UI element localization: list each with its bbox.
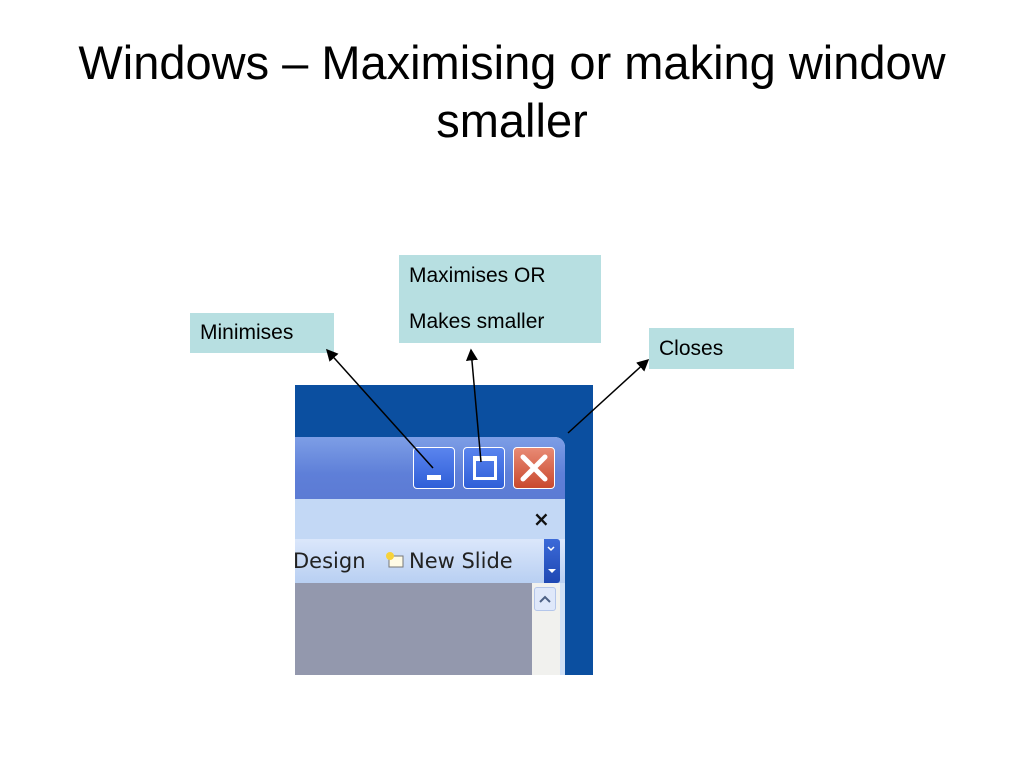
maximize-icon [473, 456, 497, 480]
title-bar[interactable] [295, 437, 565, 499]
design-button[interactable]: Design [295, 549, 366, 573]
close-icon [520, 454, 548, 482]
pane-close-icon[interactable]: × [533, 507, 550, 531]
maximise-callout: Maximises OR Makes smaller [399, 255, 601, 343]
toolbar: Design New Slide [295, 539, 565, 583]
minimise-callout: Minimises [190, 313, 334, 353]
minimize-button[interactable] [413, 447, 455, 489]
new-slide-button[interactable]: New Slide [409, 549, 513, 573]
close-callout: Closes [649, 328, 794, 369]
vertical-scrollbar[interactable] [532, 583, 560, 675]
chevron-down-icon [547, 546, 556, 573]
slide-area[interactable] [295, 583, 532, 675]
chevron-up-icon [539, 595, 551, 603]
maximise-callout-line2: Makes smaller [409, 310, 545, 333]
toolbar-options-chevron[interactable] [544, 539, 560, 583]
maximise-callout-line1: Maximises OR [409, 264, 546, 287]
close-button[interactable] [513, 447, 555, 489]
minimize-icon [427, 475, 441, 480]
scroll-up-button[interactable] [534, 587, 556, 611]
task-pane-bar: × [295, 499, 565, 539]
window-screenshot: × Design New Slide [295, 385, 593, 675]
slide-title: Windows – Maximising or making window sm… [78, 36, 946, 147]
application-window: × Design New Slide [295, 437, 565, 675]
new-slide-icon [386, 552, 404, 568]
maximize-button[interactable] [463, 447, 505, 489]
